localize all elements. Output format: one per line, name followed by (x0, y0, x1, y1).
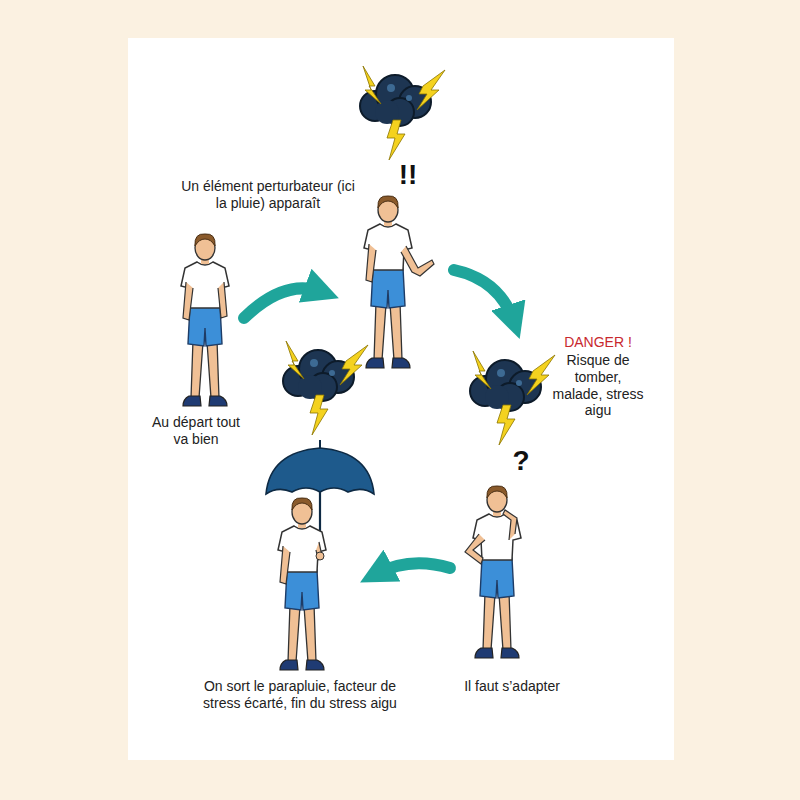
stage-caption: On sort le parapluie, facteur de stress … (202, 678, 398, 712)
man-figure (465, 486, 521, 658)
cycle-arrow (244, 288, 322, 318)
man-figure (278, 498, 326, 670)
stage-caption: Un élément perturbateur (ici la pluie) a… (179, 178, 357, 212)
exclamation-mark: !! (388, 158, 428, 192)
storm-cloud (360, 66, 445, 160)
man-figure (364, 196, 434, 368)
cycle-arrow (454, 270, 514, 322)
man-figure (181, 234, 229, 406)
stage-caption: Il faut s’adapter (464, 678, 560, 695)
storm-cloud (283, 341, 368, 435)
question-mark: ? (506, 444, 536, 478)
stage-caption: Risque de tomber, malade, stress aigu (552, 352, 644, 419)
stage-caption: Au départ tout va bien (144, 414, 248, 448)
cycle-arrow (376, 563, 450, 574)
danger-heading: DANGER ! (543, 334, 653, 351)
storm-cloud (470, 351, 555, 445)
